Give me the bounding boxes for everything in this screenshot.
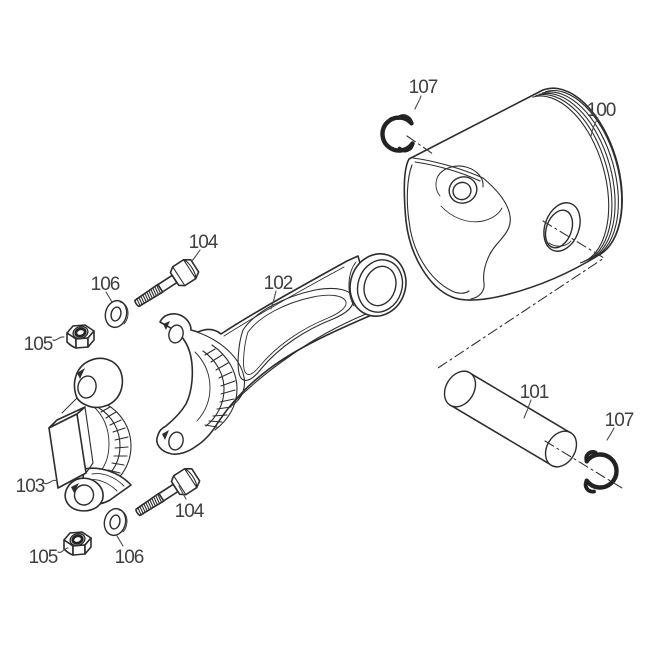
callout-107-lower: 107	[605, 410, 635, 441]
rod-ear-notch-upper	[163, 321, 170, 330]
rod-ibeam-recess-outer	[237, 287, 354, 381]
callouts: 107 100 104 106 102 105 103 104	[16, 77, 635, 568]
leader-line	[270, 290, 277, 310]
rod-ear-notch-lower	[162, 430, 169, 440]
callout-104-lower: 104	[175, 485, 206, 522]
callout-107-upper: 107	[409, 77, 439, 110]
rod-face-edge	[196, 331, 246, 407]
wrist-pin	[443, 370, 578, 468]
clip-hook-top	[396, 114, 414, 126]
cap-lug-upper	[73, 357, 124, 409]
retaining-clip-upper	[380, 114, 415, 153]
piston-pin-boss	[435, 165, 484, 204]
part-label: 104	[189, 232, 219, 253]
leader-line	[414, 95, 422, 110]
clip-ring	[380, 115, 415, 153]
rod-small-end	[348, 253, 407, 317]
clip-hook-bottom	[583, 478, 596, 494]
leader-line	[191, 249, 201, 262]
rod-ear-hole-upper	[168, 324, 184, 344]
callout-103: 103	[16, 476, 58, 497]
connecting-rod	[156, 253, 407, 455]
part-label: 101	[520, 382, 549, 403]
rod-top-chamfer-line	[223, 266, 345, 337]
callout-105-lower: 105	[29, 547, 69, 568]
cap-lug-hole-lower	[73, 484, 95, 506]
part-label: 106	[115, 547, 144, 568]
nut-upper	[65, 323, 96, 350]
pin-to-clip-centerline	[544, 440, 623, 489]
part-label: 106	[91, 274, 120, 295]
pin-end-near	[443, 370, 477, 408]
callout-104-upper: 104	[189, 232, 220, 262]
callout-106-lower: 106	[115, 535, 145, 568]
piston-pin-hole	[543, 202, 581, 252]
part-label: 107	[409, 77, 438, 98]
part-label: 102	[264, 273, 293, 294]
rod-cap	[48, 357, 132, 512]
rod-bolt-upper	[129, 255, 202, 315]
leader-line	[523, 399, 532, 419]
cap-lug-notch-upper	[77, 368, 85, 379]
leader-line	[57, 547, 69, 553]
piston-ring-grooves	[532, 89, 623, 264]
leader-line	[606, 427, 615, 441]
small-end-eye-inner	[363, 265, 397, 307]
retaining-clip-lower	[583, 450, 619, 494]
callout-106-upper: 106	[91, 274, 121, 303]
clip-ring	[584, 452, 619, 490]
rod-bearing-band	[202, 344, 238, 431]
callout-105-upper: 105	[24, 334, 65, 355]
cap-block	[48, 406, 94, 489]
cap-lug-lower	[64, 477, 104, 512]
washer-upper	[101, 297, 131, 331]
part-label: 104	[175, 501, 205, 522]
rod-bore-rim	[194, 351, 211, 422]
leader-line	[590, 117, 599, 137]
part-label: 105	[24, 334, 53, 355]
part-label: 103	[16, 476, 45, 497]
callout-100: 100	[587, 100, 617, 137]
leader-line	[43, 479, 58, 485]
clip-hook-top	[584, 450, 598, 464]
pin-end-far	[544, 430, 578, 468]
leader-line	[52, 336, 65, 341]
centerlines	[406, 135, 623, 489]
callout-101: 101	[520, 382, 550, 419]
rod-ear-hole-lower	[168, 431, 184, 451]
rod-bottom-face-line	[230, 313, 367, 406]
rod-ibeam-recess-inner	[243, 294, 347, 375]
piston-to-pin-centerline	[437, 220, 606, 369]
callout-102: 102	[264, 273, 294, 310]
part-label: 100	[587, 100, 616, 121]
clip-hook-bottom	[397, 141, 415, 153]
part-label: 107	[605, 410, 634, 431]
washer-lower	[100, 505, 130, 539]
leader-line	[116, 535, 124, 547]
piston	[403, 87, 623, 301]
leader-line	[178, 485, 187, 500]
piston-skirt-opening	[406, 157, 511, 300]
rod-silhouette	[156, 255, 375, 455]
nut-lower	[62, 530, 93, 557]
leader-line	[105, 291, 113, 303]
cap-lug-hole-upper	[77, 375, 97, 399]
cap-lug-notch-lower	[71, 483, 79, 493]
pin-axis-centerline-top	[406, 135, 434, 155]
part-label: 105	[29, 547, 58, 568]
